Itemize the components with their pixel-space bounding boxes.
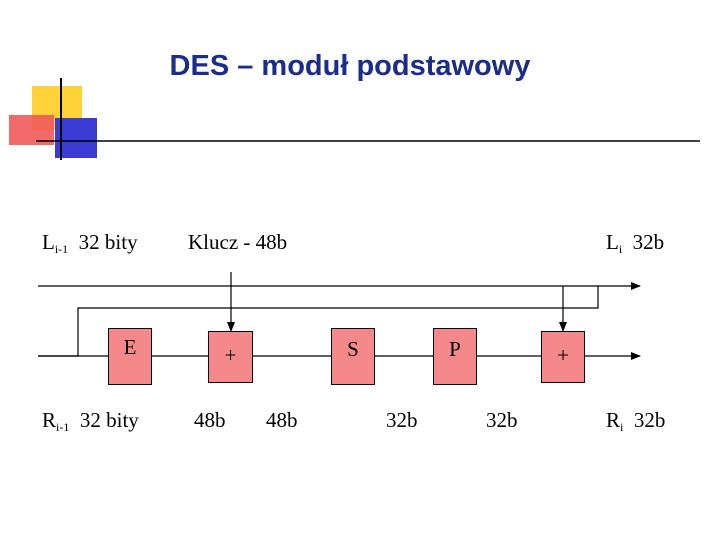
label-l-i: Li 32b	[606, 230, 664, 257]
label-bits-2: 48b	[266, 408, 298, 432]
label-l-prev-bits: 32 bity	[78, 230, 138, 254]
label-r-prev-bits: 32 bity	[79, 408, 139, 432]
label-l-i-letter: L	[606, 230, 619, 254]
label-r-i-letter: R	[606, 408, 621, 432]
label-bits-3: 32b	[386, 408, 418, 432]
page-title: DES – moduł podstawowy	[169, 50, 531, 82]
p-box-label: P	[449, 337, 461, 361]
label-r-i: Ri 32b	[606, 408, 665, 435]
label-l-i-bits: 32b	[632, 230, 665, 254]
xor-key-label: +	[224, 343, 237, 367]
label-r-prev-sub: i-1	[56, 420, 70, 434]
label-bits-4: 32b	[486, 408, 518, 432]
label-l-prev: Li-1 32 bity	[42, 230, 138, 257]
s-box-label: S	[347, 337, 359, 361]
deco-red-square	[9, 115, 54, 145]
xor-key-box: +	[208, 331, 253, 383]
label-r-prev: Ri-1 32 bity	[42, 408, 139, 435]
e-box-label: E	[123, 335, 137, 359]
p-box: P	[433, 328, 477, 385]
xor-l-box: +	[541, 331, 585, 383]
e-expansion-box: E	[108, 328, 152, 385]
xor-l-label: +	[557, 343, 569, 367]
label-bits-1: 48b	[194, 408, 226, 432]
label-r-prev-letter: R	[42, 408, 57, 432]
s-box: S	[331, 328, 375, 385]
label-l-i-sub: i	[618, 242, 623, 256]
label-r-i-sub: i	[620, 420, 624, 434]
label-l-prev-letter: L	[42, 230, 55, 254]
label-r-i-bits: 32b	[633, 408, 666, 432]
label-key: Klucz - 48b	[188, 230, 288, 254]
label-l-prev-sub: i-1	[54, 242, 69, 256]
